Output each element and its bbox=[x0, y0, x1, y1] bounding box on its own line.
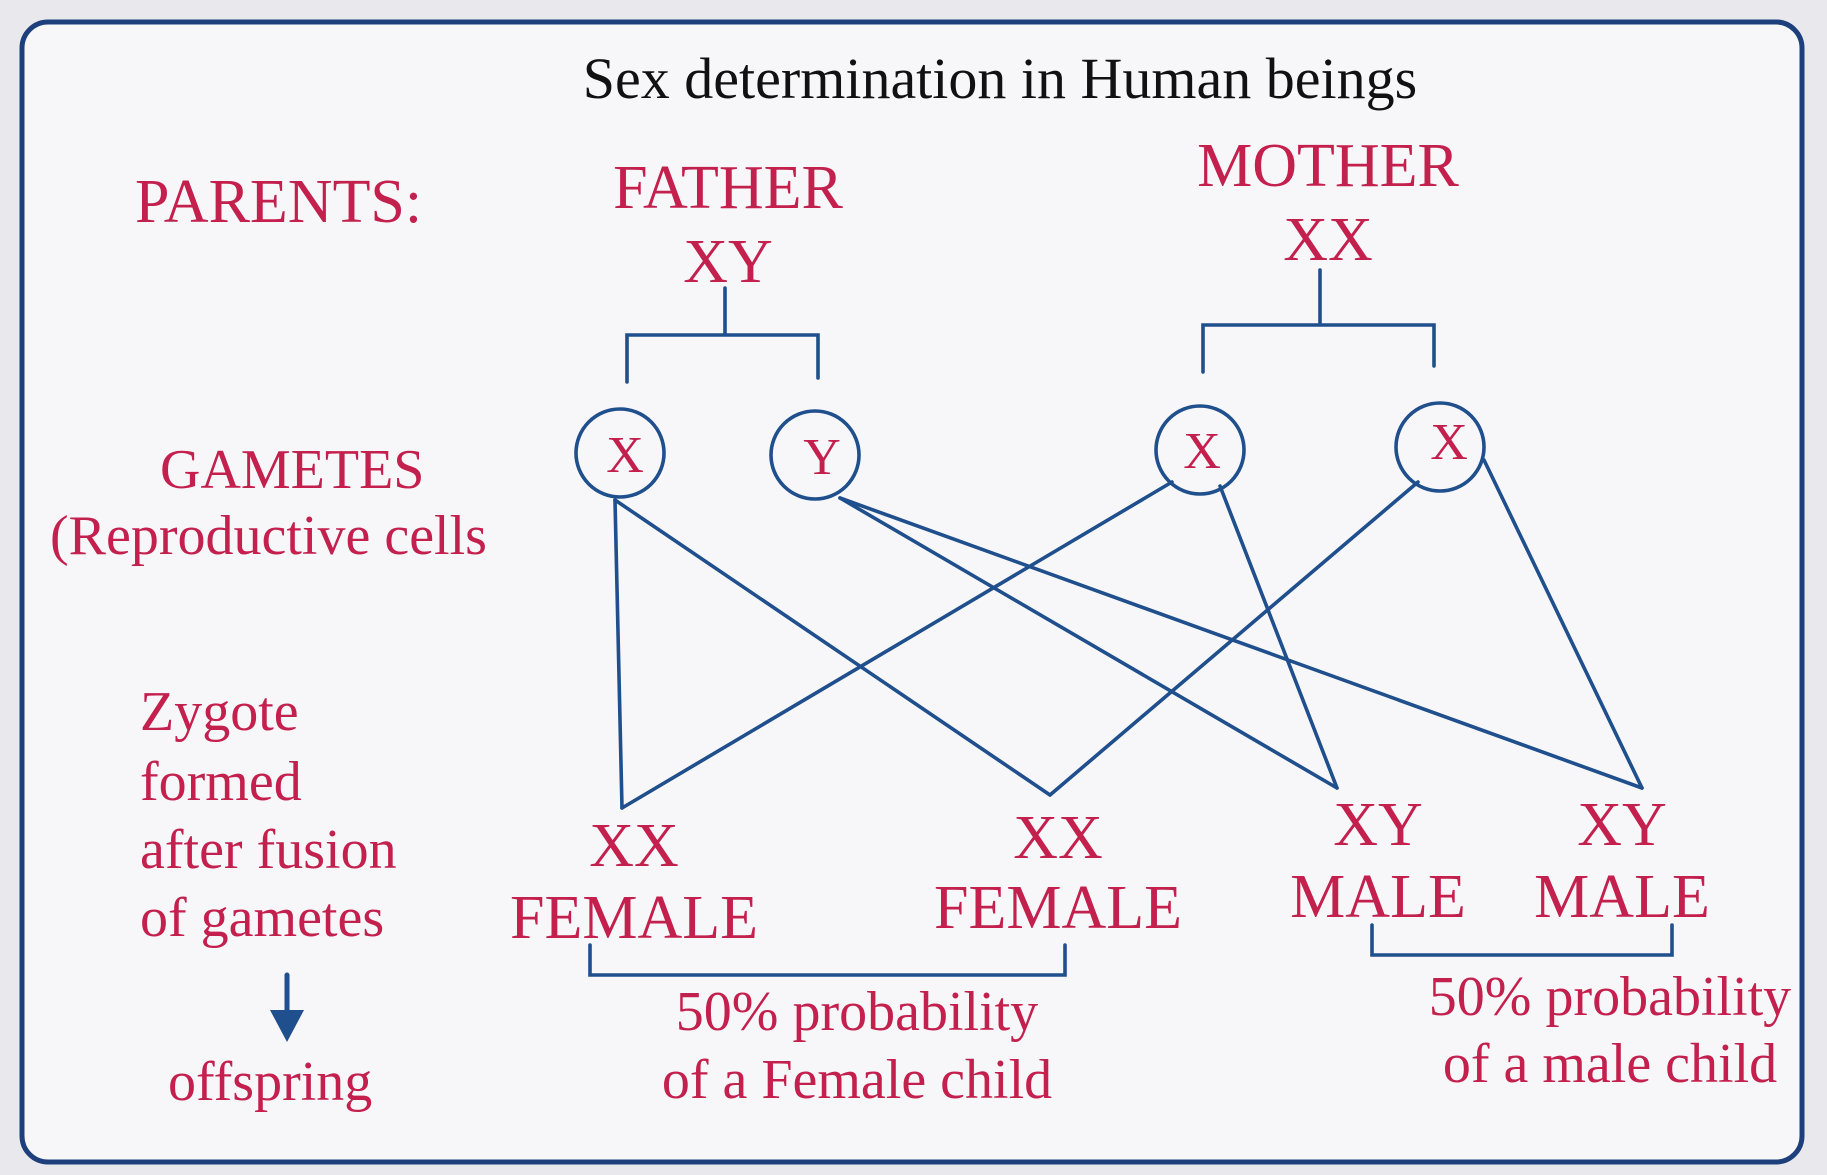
female-probability-line2: of a Female child bbox=[662, 1049, 1052, 1111]
line-fathery-zygote3 bbox=[838, 496, 1339, 790]
zygote-2-sex: FEMALE bbox=[934, 874, 1182, 942]
down-arrow-icon bbox=[270, 972, 304, 1042]
zygote-3-sex: MALE bbox=[1290, 863, 1466, 931]
male-bracket bbox=[1370, 923, 1674, 957]
gamete-mother-x2: X bbox=[1394, 401, 1486, 493]
line-motherx1-zygote3 bbox=[1218, 484, 1339, 790]
male-probability-line1: 50% probability bbox=[1429, 966, 1791, 1028]
diagram-title: Sex determination in Human beings bbox=[583, 46, 1417, 111]
line-fatherx-zygote2 bbox=[613, 498, 1052, 797]
zygote-1-sex: FEMALE bbox=[510, 884, 758, 952]
svg-text:Y: Y bbox=[803, 429, 841, 486]
mother-genotype: XX bbox=[1283, 206, 1373, 274]
reproductive-cells-label: (Reproductive cells bbox=[50, 505, 487, 567]
line-motherx2-zygote2 bbox=[1048, 480, 1420, 797]
fusion-lines bbox=[613, 458, 1644, 810]
diagram-frame bbox=[19, 19, 1805, 1165]
svg-text:X: X bbox=[1183, 423, 1221, 480]
zygote-label-line1: Zygote bbox=[140, 681, 299, 743]
father-bracket bbox=[625, 286, 820, 384]
zygote-4-sex: MALE bbox=[1534, 863, 1710, 931]
offspring-label: offspring bbox=[168, 1051, 372, 1113]
gamete-father-y: Y bbox=[769, 409, 861, 501]
zygote-label-line3: after fusion bbox=[140, 819, 397, 881]
zygote-2-genotype: XX bbox=[1013, 804, 1103, 872]
parents-label: PARENTS: bbox=[135, 168, 422, 236]
zygote-3-genotype: XY bbox=[1333, 791, 1423, 859]
line-fatherx-zygote1 bbox=[613, 498, 624, 810]
mother-label: MOTHER bbox=[1197, 132, 1459, 200]
svg-text:X: X bbox=[606, 427, 644, 484]
gamete-father-x: X bbox=[574, 407, 666, 499]
svg-text:X: X bbox=[1430, 414, 1468, 471]
mother-bracket bbox=[1201, 268, 1436, 374]
line-motherx1-zygote1 bbox=[620, 480, 1174, 810]
gametes-label: GAMETES bbox=[160, 439, 424, 501]
line-motherx2-zygote4 bbox=[1482, 458, 1644, 790]
zygote-label-line2: formed bbox=[140, 751, 302, 813]
female-probability-line1: 50% probability bbox=[676, 981, 1038, 1043]
father-label: FATHER bbox=[613, 154, 843, 222]
female-bracket bbox=[588, 943, 1067, 977]
zygote-4-genotype: XY bbox=[1577, 791, 1667, 859]
line-fathery-zygote4 bbox=[838, 496, 1644, 790]
father-genotype: XY bbox=[683, 228, 773, 296]
zygote-1-genotype: XX bbox=[589, 812, 679, 880]
male-probability-line2: of a male child bbox=[1443, 1033, 1777, 1095]
gamete-mother-x1: X bbox=[1154, 404, 1246, 496]
zygote-label-line4: of gametes bbox=[140, 887, 384, 949]
